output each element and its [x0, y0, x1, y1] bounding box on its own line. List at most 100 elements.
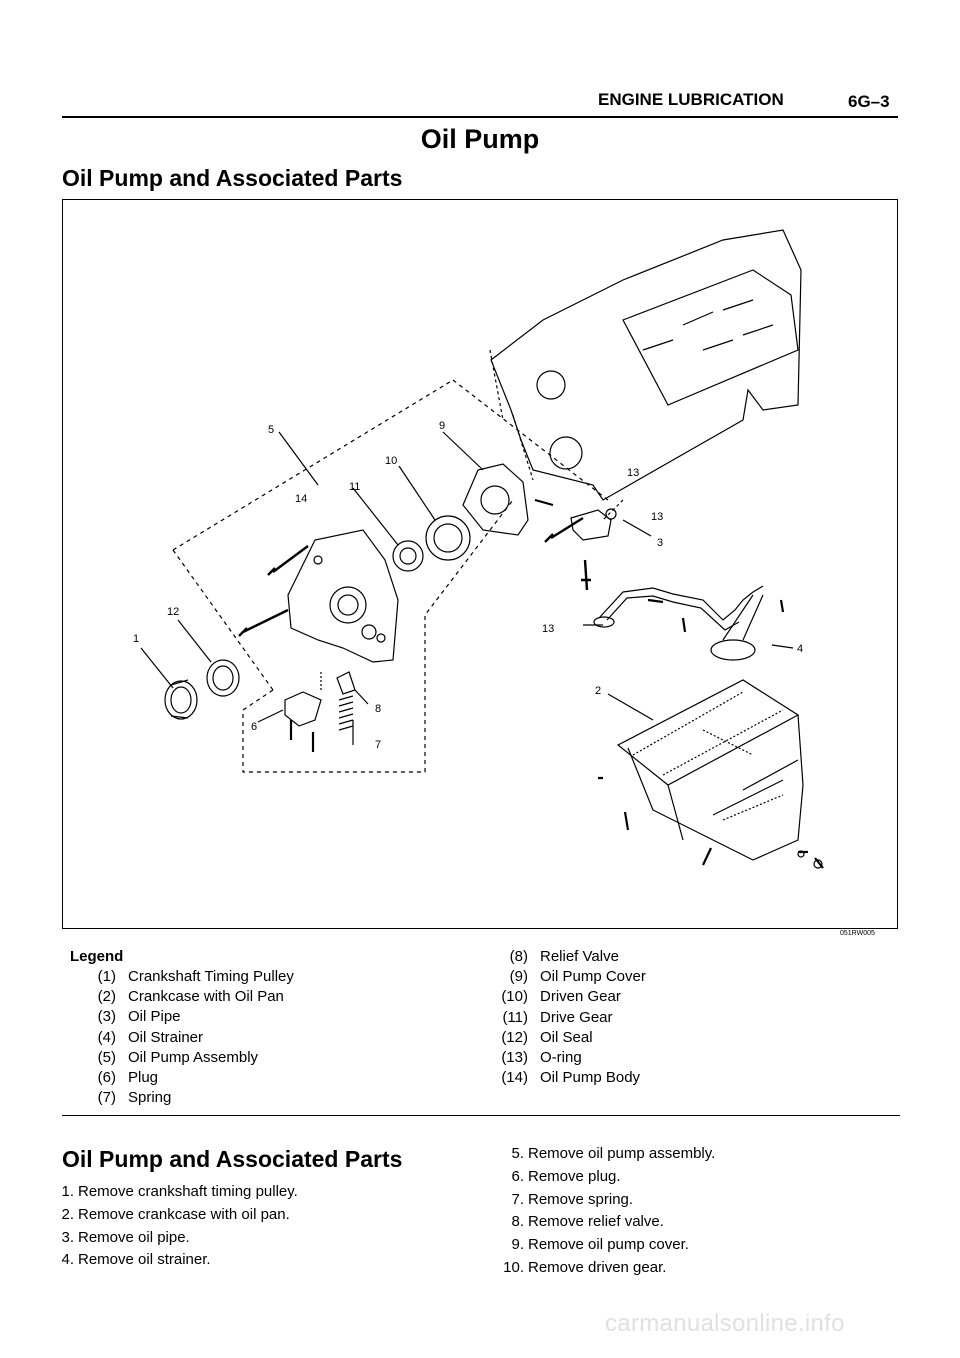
block-boss — [536, 370, 566, 400]
figure-title: Oil Pump and Associated Parts — [62, 165, 403, 191]
oil-strainer-tube — [598, 585, 764, 621]
oil-pan-body — [627, 714, 804, 861]
procedure-step: 1.Remove crankshaft timing pulley. — [48, 1181, 298, 1204]
legend-label: Crankcase with Oil Pan — [128, 988, 284, 1006]
legend-item: (9) Oil Pump Cover — [480, 967, 646, 987]
procedure-step: 5.Remove oil pump assembly. — [498, 1143, 715, 1166]
legend-label: Oil Strainer — [128, 1028, 204, 1046]
step-text: Remove oil pipe. — [78, 1228, 190, 1246]
callout-9: 9 — [439, 420, 445, 432]
oil-seal — [206, 659, 240, 697]
legend-item: (11)Drive Gear — [480, 1008, 646, 1028]
legend-label: Oil Pump Cover — [540, 968, 646, 986]
legend-label: Plug — [128, 1068, 159, 1086]
step-number: 1. — [61, 1183, 74, 1200]
callout-14: 14 — [295, 493, 307, 505]
step-text: Remove oil pump assembly. — [528, 1145, 716, 1162]
legend-num: (6) — [97, 1068, 116, 1086]
step-number: 4. — [61, 1251, 74, 1269]
procedure-step: 8.Remove relief valve. — [498, 1211, 715, 1234]
legend-label: Oil Pump Body — [540, 1069, 641, 1087]
legend-num: (5) — [97, 1048, 116, 1066]
legend-item: (5) Oil Pump Assembly — [68, 1048, 294, 1068]
procedure-step: 7.Remove spring. — [498, 1189, 715, 1212]
step-text: Remove relief valve. — [528, 1213, 664, 1231]
legend-num: (9) — [509, 968, 528, 986]
step-number: 5. — [511, 1145, 524, 1162]
leader-2 — [607, 693, 654, 721]
step-number: 3. — [61, 1228, 74, 1246]
callout-6: 6 — [251, 721, 257, 733]
step-text: Remove plug. — [528, 1167, 621, 1185]
legend-divider — [62, 1115, 900, 1116]
legend-item: (10)Driven Gear — [480, 987, 646, 1007]
legend-num: (4) — [97, 1028, 116, 1046]
oil-strainer — [710, 639, 756, 661]
crankshaft-pulley — [164, 680, 198, 720]
callout-5: 5 — [268, 424, 274, 436]
step-text: Remove oil pump cover. — [528, 1236, 689, 1254]
driven-gear — [425, 515, 471, 561]
assembly-outline — [172, 379, 609, 773]
step-number: 7. — [511, 1190, 524, 1208]
legend-item: (1)Crankshaft Timing Pulley — [68, 967, 294, 987]
legend-label: Crankshaft Timing Pulley — [128, 968, 294, 985]
pump-bolts — [238, 545, 309, 637]
legend-right-column: (8)Relief Valve (9) Oil Pump Cover (10)Dr… — [480, 947, 646, 1088]
diagram-callouts: 1 2 3 4 5 6 7 8 9 10 11 12 13 13 13 14 — [133, 420, 803, 751]
callout-13b: 13 — [651, 511, 663, 523]
procedure-title: Oil Pump and Associated Parts — [62, 1146, 403, 1172]
figure-code: 051RW005 — [840, 930, 875, 937]
callout-2: 2 — [595, 685, 601, 697]
step-text: Remove crankshaft timing pulley. — [78, 1183, 298, 1200]
legend-label: Drive Gear — [540, 1008, 613, 1026]
crank-nose — [549, 436, 583, 470]
legend-label: Oil Pipe — [128, 1008, 181, 1026]
procedure-step: 4.Remove oil strainer. — [48, 1249, 298, 1272]
oil-pipe — [570, 509, 612, 541]
procedure-steps-left: 1.Remove crankshaft timing pulley. 2.Rem… — [48, 1181, 298, 1272]
legend-item: (8)Relief Valve — [480, 947, 646, 967]
procedure-step: 9.Remove oil pump cover. — [498, 1234, 715, 1257]
legend-title: Legend — [70, 948, 124, 965]
callout-4: 4 — [797, 643, 803, 655]
legend-num: (2) — [97, 988, 116, 1006]
watermark: carmanualsonline.info — [605, 1310, 845, 1337]
engine-block-ribs — [642, 299, 774, 351]
procedure-step: 2.Remove crankcase with oil pan. — [48, 1204, 298, 1227]
procedure-step: 3.Remove oil pipe. — [48, 1227, 298, 1250]
step-text: Remove spring. — [528, 1190, 634, 1208]
step-number: 2. — [61, 1205, 74, 1223]
callout-8: 8 — [375, 703, 381, 715]
engine-block-top — [622, 269, 799, 406]
plug — [284, 691, 322, 727]
legend-label: Oil Pump Assembly — [128, 1048, 259, 1066]
step-number: 10. — [503, 1258, 524, 1276]
legend-label: Relief Valve — [540, 948, 619, 965]
legend-item: (4) Oil Strainer — [68, 1028, 294, 1048]
step-number: 6. — [511, 1167, 524, 1185]
legend-item: (6) Plug — [68, 1068, 294, 1088]
step-text: Remove driven gear. — [528, 1258, 667, 1276]
callout-1: 1 — [133, 633, 139, 645]
callout-13c: 13 — [542, 623, 554, 635]
procedure-step: 10.Remove driven gear. — [498, 1257, 715, 1280]
legend-num: (14) — [501, 1069, 528, 1087]
legend-num: (3) — [97, 1008, 116, 1026]
step-number: 9. — [511, 1236, 524, 1254]
oil-pump-body — [287, 529, 399, 663]
spring — [338, 695, 354, 731]
callout-11: 11 — [349, 481, 360, 493]
step-text: Remove crankcase with oil pan. — [78, 1205, 290, 1223]
step-number: 8. — [511, 1213, 524, 1231]
procedure-steps-right: 5.Remove oil pump assembly. 6.Remove plu… — [498, 1143, 715, 1280]
o-ring — [605, 508, 617, 520]
legend-item: (2) Crankcase with Oil Pan — [68, 987, 294, 1007]
legend-label: Driven Gear — [540, 988, 621, 1006]
page-title: Oil Pump — [420, 124, 540, 154]
page-number: 6G–3 — [848, 92, 890, 111]
engine-block — [490, 229, 802, 501]
callout-7: 7 — [375, 739, 381, 751]
drive-gear — [392, 540, 424, 572]
legend-label: Spring — [128, 1089, 172, 1107]
